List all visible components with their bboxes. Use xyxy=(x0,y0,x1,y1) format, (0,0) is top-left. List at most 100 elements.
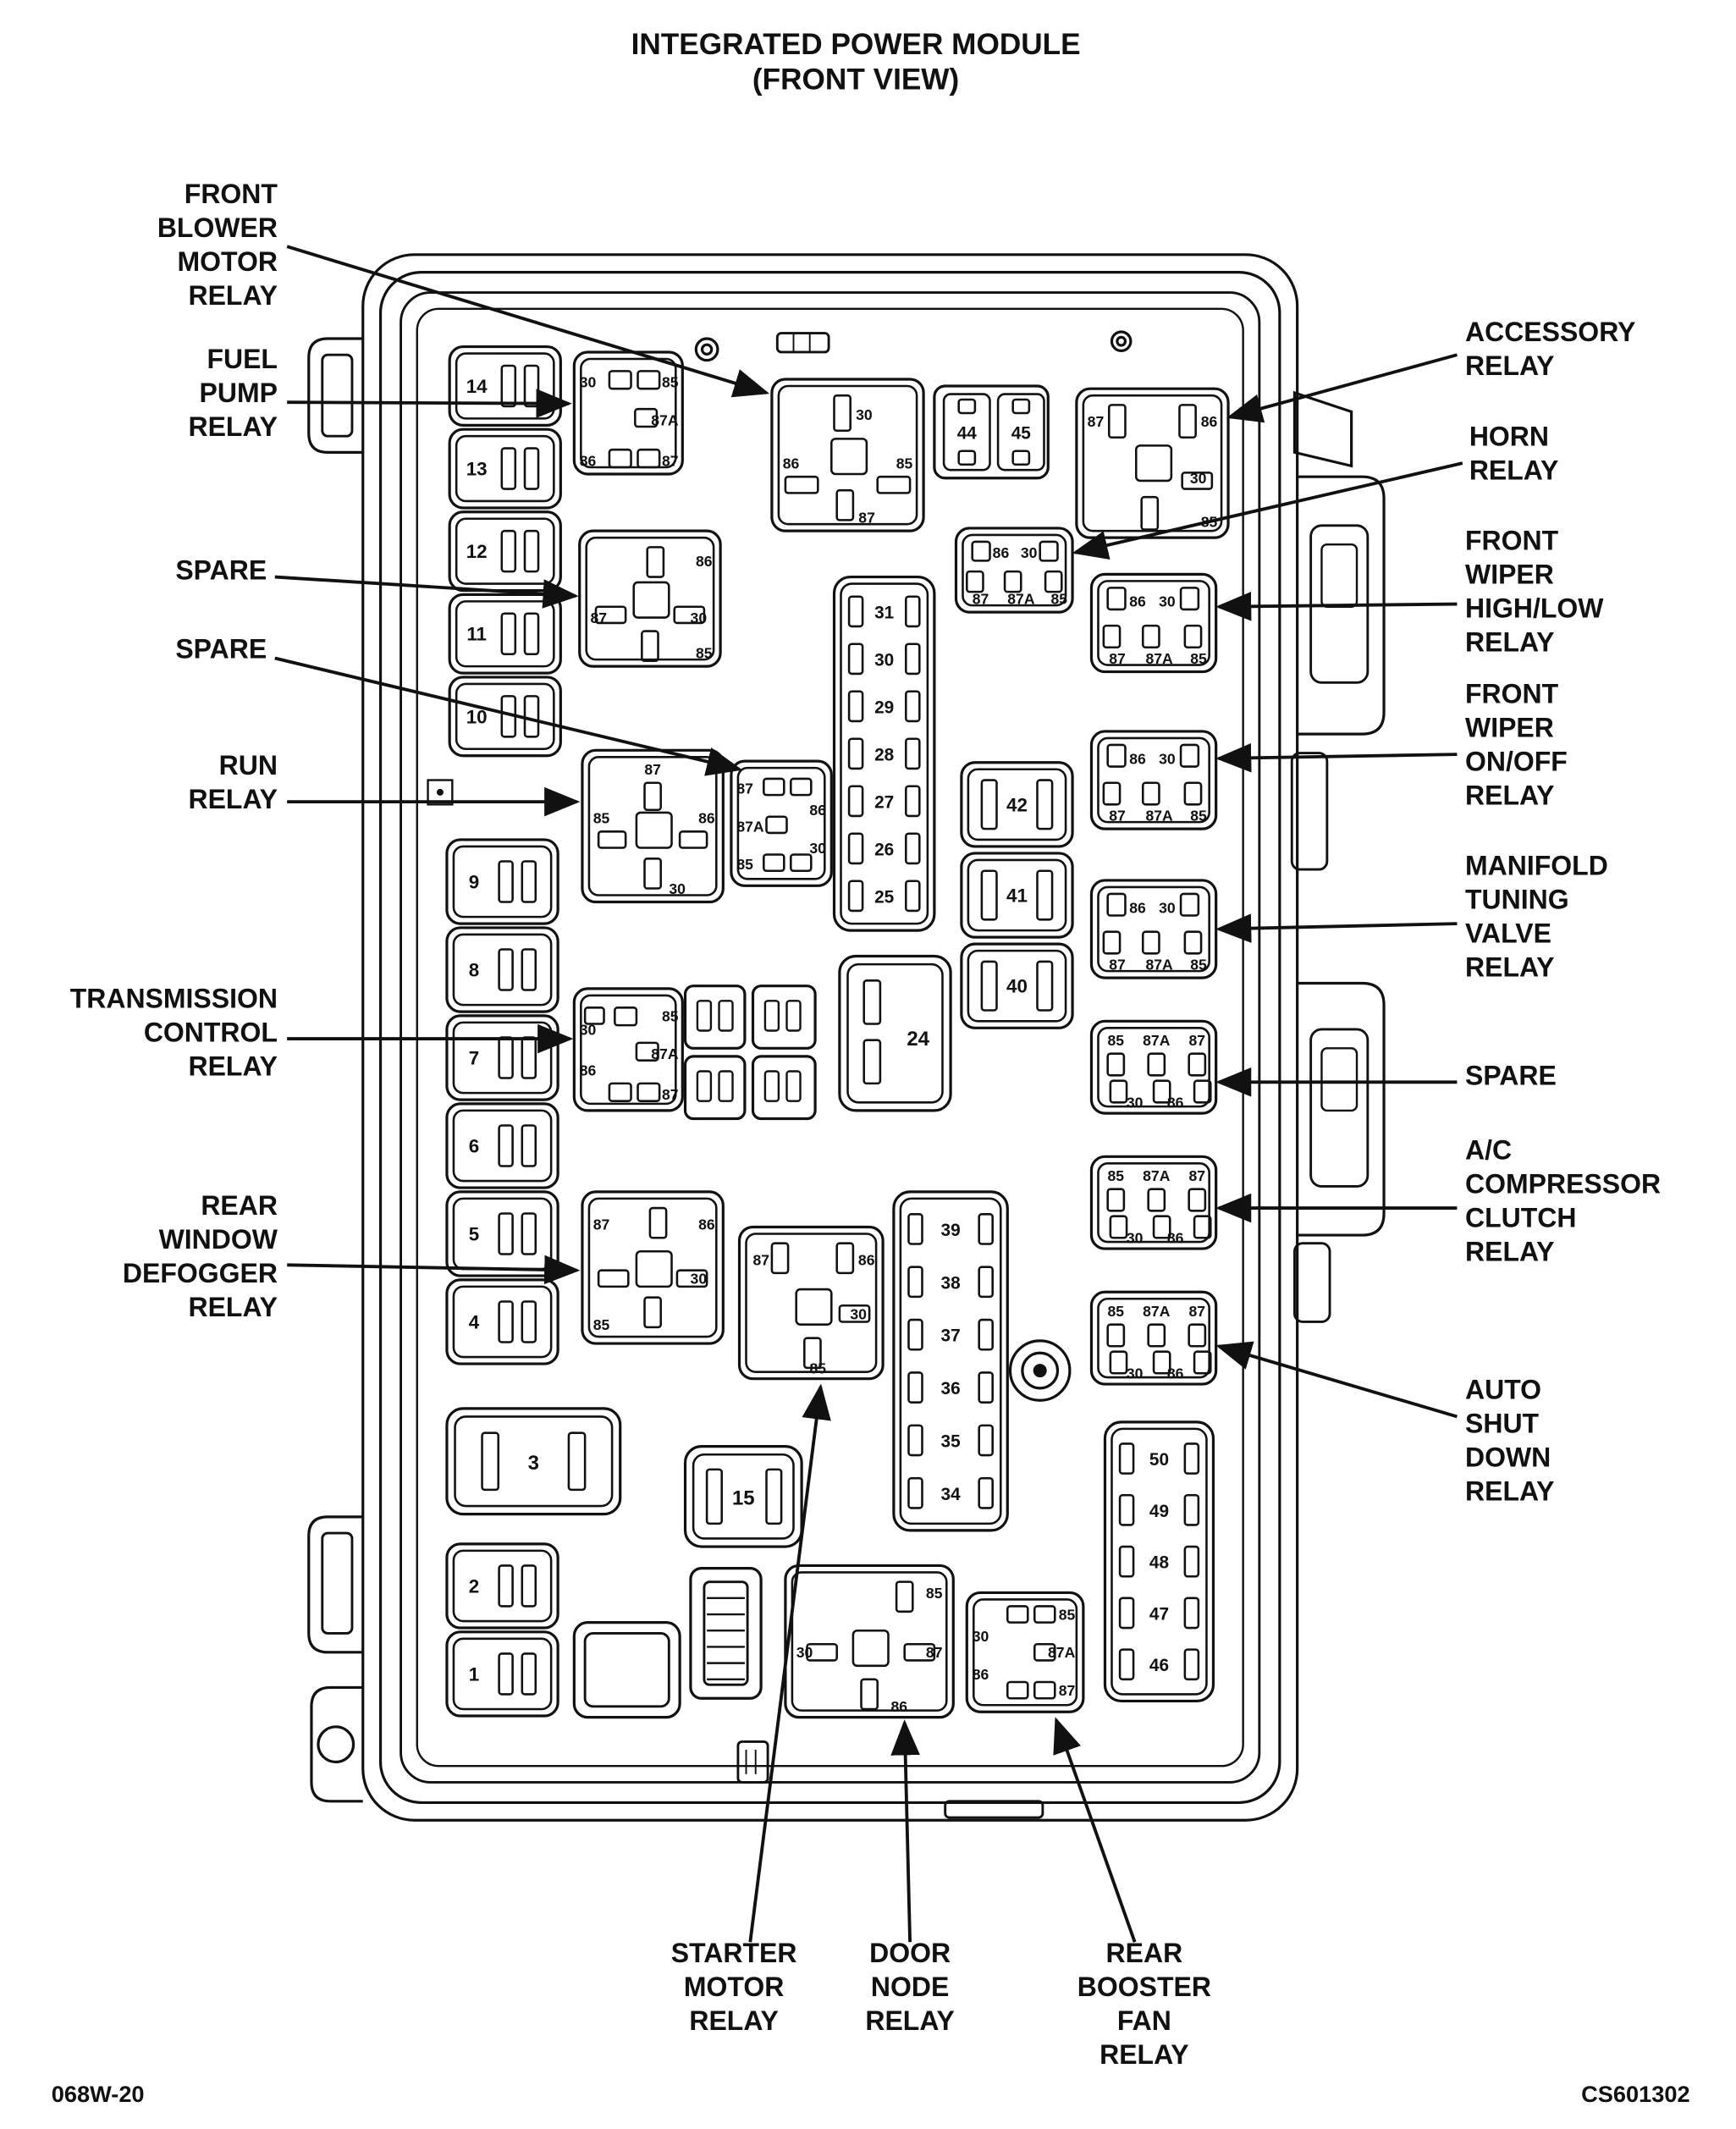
relay-pin-number: 87 xyxy=(1109,650,1126,667)
terminal-slot xyxy=(1106,743,1127,768)
terminal-slot xyxy=(1183,624,1203,649)
callout-label: RELAY xyxy=(689,2005,778,2036)
relay-pin-number: 87 xyxy=(1109,957,1126,973)
fuse-number: 45 xyxy=(1011,423,1031,443)
terminal-slot xyxy=(523,695,540,738)
relay-pin-number: 86 xyxy=(696,553,713,570)
terminal-slot xyxy=(1106,892,1127,917)
terminal-slot xyxy=(1036,779,1054,830)
relay-pin-number: 85 xyxy=(662,1007,679,1024)
terminal-slot xyxy=(1183,1648,1200,1681)
terminal-slot xyxy=(1036,960,1054,1012)
fuse-number: 9 xyxy=(469,872,479,893)
relay-pin-number: 87 xyxy=(1109,808,1126,825)
relay-pin-number: 86 xyxy=(1129,750,1146,767)
terminal-slot xyxy=(1152,1215,1171,1239)
callout-label: RELAY xyxy=(188,1292,277,1322)
relay-pin-number: 87A xyxy=(1145,957,1173,973)
terminal-slot xyxy=(1102,624,1122,649)
fuse-number: 24 xyxy=(907,1028,929,1051)
relay-pin-number: 85 xyxy=(736,856,753,873)
callout-label: TUNING xyxy=(1465,885,1569,915)
terminal-slot xyxy=(1188,1052,1207,1077)
relay-pin-number: 85 xyxy=(810,1360,827,1376)
callout-label: A/C xyxy=(1465,1134,1512,1165)
terminal-slot xyxy=(907,1318,923,1351)
terminal-slot xyxy=(907,1424,923,1457)
relay-pin-number: 30 xyxy=(809,840,826,857)
callout-label: PUMP xyxy=(200,378,278,408)
terminal-slot xyxy=(790,777,813,797)
terminal-slot xyxy=(643,781,663,812)
terminal-slot xyxy=(1118,1545,1135,1578)
callout-label: SPARE xyxy=(1465,1060,1557,1090)
terminal-slot xyxy=(1003,570,1022,593)
terminal-slot xyxy=(521,1300,537,1343)
terminal-slot xyxy=(608,370,632,390)
relay-pin-number: 87 xyxy=(662,452,679,469)
callout-label: RELAY xyxy=(1465,627,1554,658)
relay-pin-number: 85 xyxy=(662,374,679,391)
terminal-slot xyxy=(907,1371,923,1404)
relay-pin-number: 87A xyxy=(1145,650,1173,667)
relay-pin-number: 87 xyxy=(1088,413,1105,430)
callout-label: MANIFOLD xyxy=(1465,851,1608,881)
terminal-slot xyxy=(966,570,984,593)
terminal-slot xyxy=(1152,1079,1171,1104)
terminal-slot xyxy=(673,605,706,625)
relay-pin-number: 87 xyxy=(591,609,608,626)
terminal-slot xyxy=(835,1242,855,1275)
callout-arrow xyxy=(1215,592,1458,621)
callout-label: RELAY xyxy=(1465,1236,1554,1266)
terminal-slot xyxy=(895,1580,914,1613)
relay-pin-number: 87 xyxy=(593,1216,610,1233)
relay-pin-number: 86 xyxy=(1201,413,1218,430)
relay-pin-number: 30 xyxy=(1127,1230,1144,1247)
terminal-slot xyxy=(847,595,864,628)
terminal-slot xyxy=(498,1212,514,1255)
callout-label: ACCESSORY xyxy=(1465,317,1635,347)
terminal-slot xyxy=(608,1082,632,1102)
relay-pin-number: 86 xyxy=(809,802,826,819)
terminal-slot xyxy=(678,830,708,849)
terminal-slot xyxy=(803,1337,822,1370)
diagram-text: INTEGRATED POWER MODULE (FRONT VIEW) 068… xyxy=(52,28,1690,2107)
terminal-slot xyxy=(498,1036,514,1079)
terminal-slot xyxy=(1141,624,1160,649)
terminal-slot xyxy=(637,448,661,469)
fuse-number: 39 xyxy=(941,1221,961,1240)
terminal-slot xyxy=(1039,540,1059,562)
terminal-slot xyxy=(500,612,517,656)
terminal-slot xyxy=(1179,892,1200,917)
terminal-slot xyxy=(835,488,855,521)
callout-label: SPARE xyxy=(175,555,267,586)
terminal-slot xyxy=(1036,869,1054,921)
terminal-slot xyxy=(608,448,632,469)
terminal-slot xyxy=(641,630,659,663)
relay-pin-number: 30 xyxy=(691,1271,708,1288)
terminal-slot xyxy=(907,1476,923,1509)
fuse-number: 12 xyxy=(466,541,488,562)
relay-pin-number: 86 xyxy=(698,1216,715,1233)
terminal-slot xyxy=(765,815,788,835)
callout-label: BLOWER xyxy=(157,212,278,243)
fuse-number: 1 xyxy=(469,1663,479,1685)
callout-arrow xyxy=(1226,353,1458,423)
terminal-slot xyxy=(847,880,864,913)
relay-pin-number: 30 xyxy=(669,880,686,897)
callout-label: RELAY xyxy=(188,411,277,442)
relay-pin-number: 85 xyxy=(593,810,610,827)
callout-label: CONTROL xyxy=(144,1017,278,1047)
